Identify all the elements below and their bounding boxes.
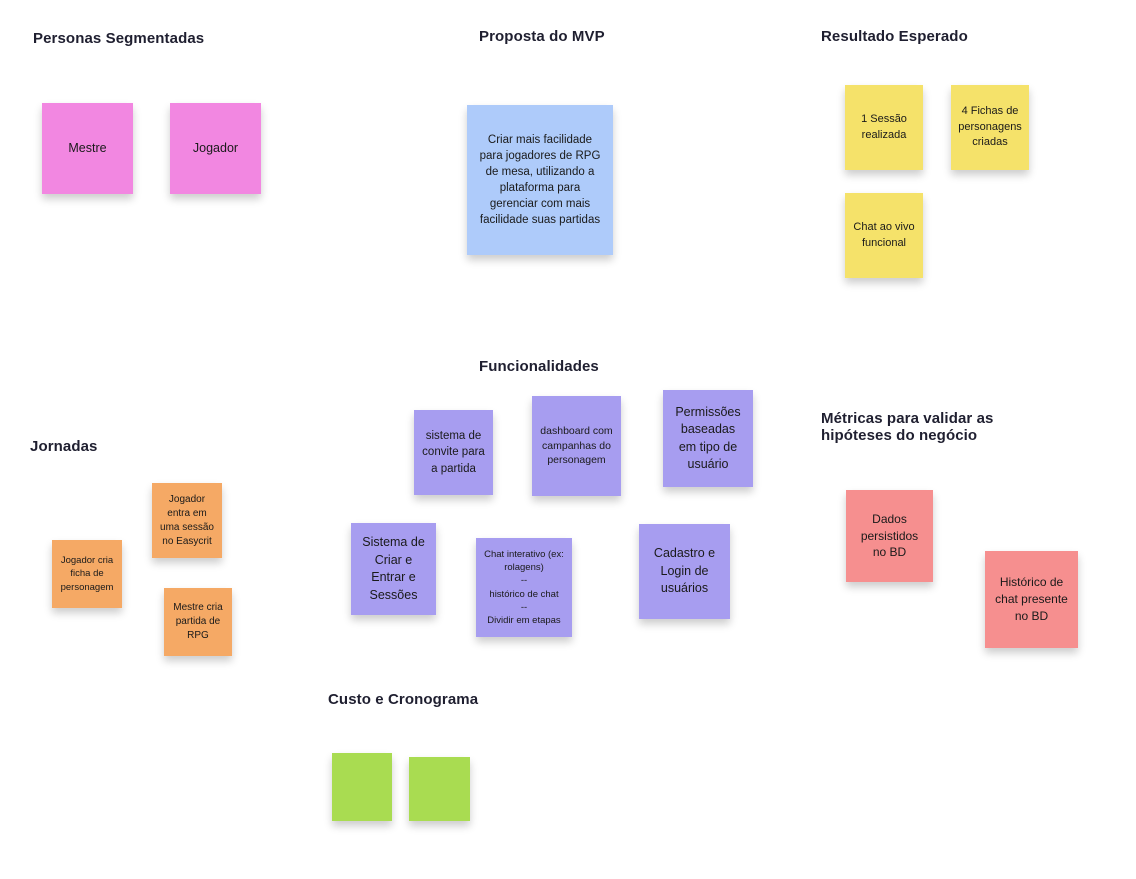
section-title-funcionalidades[interactable]: Funcionalidades [479,358,599,375]
sticky-note-chat-interativo[interactable]: Chat interativo (ex: rolagens) -- histór… [476,538,572,637]
section-title-resultado-esperado[interactable]: Resultado Esperado [821,28,968,45]
section-title-personas[interactable]: Personas Segmentadas [33,30,205,47]
sticky-note-mestre-cria-partida[interactable]: Mestre cria partida de RPG [164,588,232,656]
sticky-note-dados-persistidos[interactable]: Dados persistidos no BD [846,490,933,582]
sticky-note-permissoes[interactable]: Permissões baseadas em tipo de usuário [663,390,753,487]
sticky-note-cadastro-login[interactable]: Cadastro e Login de usuários [639,524,730,619]
sticky-note-jogador[interactable]: Jogador [170,103,261,194]
sticky-note-dashboard-campanhas[interactable]: dashboard com campanhas do personagem [532,396,621,496]
sticky-note-sistema-sessoes[interactable]: Sistema de Criar e Entrar e Sessões [351,523,436,615]
sticky-note-jogador-entra-sessao[interactable]: Jogador entra em uma sessão no Easycrit [152,483,222,558]
section-title-custo-cronograma[interactable]: Custo e Cronograma [328,691,479,708]
section-title-metricas[interactable]: Métricas para validar as hipóteses do ne… [821,410,994,445]
section-title-jornadas[interactable]: Jornadas [30,438,98,455]
sticky-note-jogador-cria-ficha[interactable]: Jogador cria ficha de personagem [52,540,122,608]
sticky-note-mestre[interactable]: Mestre [42,103,133,194]
sticky-note-proposta-mvp[interactable]: Criar mais facilidade para jogadores de … [467,105,613,255]
sticky-note-custo-1[interactable] [332,753,392,821]
sticky-note-custo-2[interactable] [409,757,470,821]
sticky-note-sistema-convite[interactable]: sistema de convite para a partida [414,410,493,495]
sticky-note-chat-ao-vivo[interactable]: Chat ao vivo funcional [845,193,923,278]
sticky-note-sessao-realizada[interactable]: 1 Sessão realizada [845,85,923,170]
sticky-note-historico-chat-bd[interactable]: Histórico de chat presente no BD [985,551,1078,648]
sticky-note-fichas-personagens[interactable]: 4 Fichas de personagens criadas [951,85,1029,170]
section-title-proposta-mvp[interactable]: Proposta do MVP [479,28,605,45]
